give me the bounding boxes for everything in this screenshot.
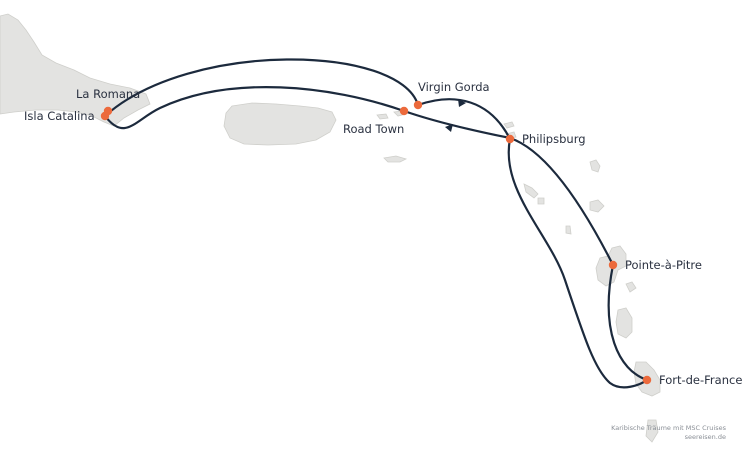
port-label-fort-de-france: Fort-de-France bbox=[659, 373, 743, 387]
vieques-island bbox=[383, 155, 408, 163]
route-layer bbox=[103, 58, 649, 389]
port-marker-road-town[interactable] bbox=[399, 106, 409, 116]
port-marker-pointe-a-pitre[interactable] bbox=[608, 260, 618, 270]
port-layer bbox=[100, 100, 652, 385]
port-marker-philipsburg[interactable] bbox=[505, 134, 515, 144]
port-label-isla-catalina: Isla Catalina bbox=[24, 109, 95, 123]
port-label-pointe-a-pitre: Pointe-à-Pitre bbox=[625, 258, 702, 272]
port-marker-virgin-gorda[interactable] bbox=[413, 100, 423, 110]
route-road-town-to-la-romana bbox=[103, 86, 406, 130]
marie-galante-island bbox=[625, 281, 637, 293]
direction-arrow-icon bbox=[458, 99, 466, 107]
st-kitts-island bbox=[523, 183, 539, 199]
port-label-virgin-gorda: Virgin Gorda bbox=[418, 80, 490, 94]
hispaniola-island bbox=[0, 13, 151, 127]
direction-arrow-icon bbox=[445, 124, 453, 132]
port-label-philipsburg: Philipsburg bbox=[522, 132, 586, 146]
port-label-la-romana: La Romana bbox=[76, 87, 141, 101]
route-isla-catalina-to-virgin-gorda bbox=[103, 58, 420, 118]
land-layer bbox=[0, 13, 661, 443]
montserrat-island bbox=[565, 225, 572, 235]
anguilla-island bbox=[503, 121, 515, 129]
puerto-rico-island bbox=[223, 102, 337, 146]
route-philipsburg-to-fort-de-france bbox=[507, 137, 649, 389]
nevis-island bbox=[537, 197, 545, 205]
antigua-island bbox=[589, 199, 605, 213]
st-lucia-island bbox=[645, 419, 659, 443]
port-label-road-town: Road Town bbox=[343, 122, 405, 136]
credit-line-title: Karibische Träume mit MSC Cruises bbox=[611, 424, 726, 432]
route-fort-de-france-to-pointe-a-pitre bbox=[607, 263, 649, 382]
dominica-island bbox=[615, 307, 633, 339]
map-credit: Karibische Träume mit MSC Cruises seerei… bbox=[611, 424, 726, 442]
port-marker-isla-catalina[interactable] bbox=[100, 111, 110, 121]
barbuda-island bbox=[589, 159, 601, 173]
culebra-island bbox=[376, 113, 389, 120]
arrow-layer bbox=[445, 99, 466, 132]
route-virgin-gorda-to-philipsburg bbox=[416, 98, 512, 141]
credit-line-site: seereisen.de bbox=[684, 433, 726, 441]
port-marker-fort-de-france[interactable] bbox=[642, 375, 652, 385]
